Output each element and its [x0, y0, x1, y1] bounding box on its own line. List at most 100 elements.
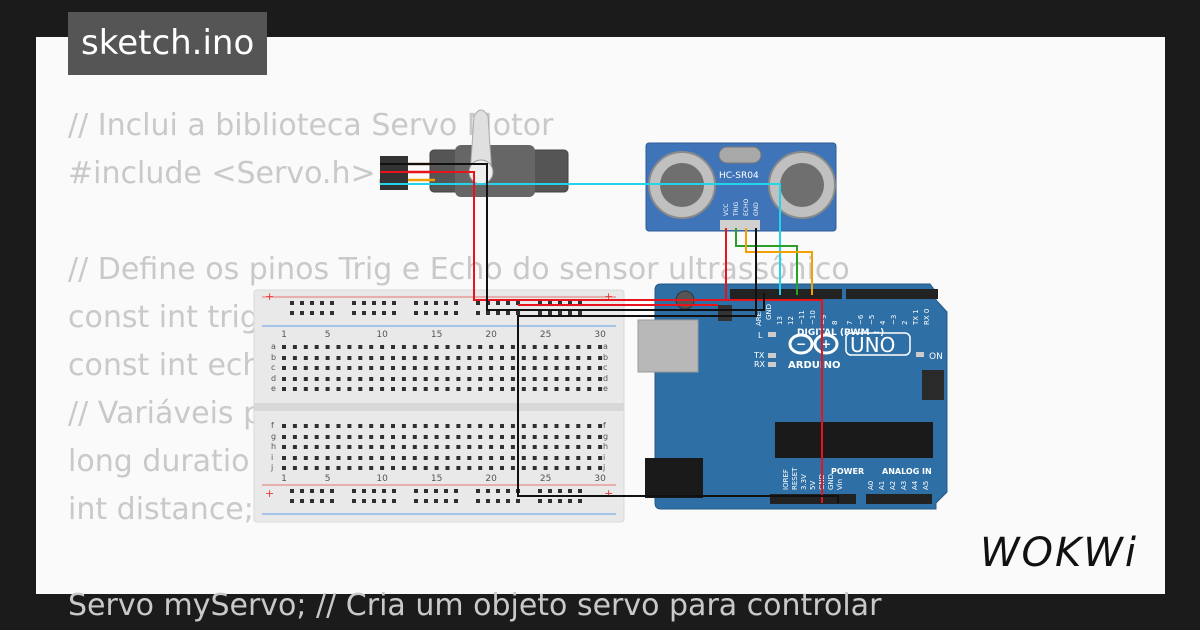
breadboard-hole[interactable]	[314, 356, 319, 360]
breadboard-hole[interactable]	[401, 456, 406, 460]
breadboard-hole[interactable]	[401, 356, 406, 360]
breadboard-hole[interactable]	[578, 499, 582, 503]
breadboard-hole[interactable]	[320, 301, 324, 305]
breadboard-hole[interactable]	[587, 466, 592, 470]
breadboard-hole[interactable]	[358, 424, 363, 428]
breadboard-hole[interactable]	[565, 387, 570, 391]
breadboard-hole[interactable]	[336, 366, 341, 370]
arduino-uno[interactable]: DIGITAL (PWM ~) UNO − + ARDUINO ON L TX …	[637, 283, 948, 510]
breadboard-hole[interactable]	[445, 445, 450, 449]
breadboard-hole[interactable]	[543, 466, 548, 470]
breadboard-hole[interactable]	[500, 456, 504, 460]
breadboard-hole[interactable]	[538, 301, 542, 305]
breadboard-hole[interactable]	[392, 489, 396, 493]
breadboard-hole[interactable]	[576, 377, 581, 381]
breadboard-hole[interactable]	[576, 366, 581, 370]
breadboard-hole[interactable]	[372, 489, 376, 493]
breadboard-hole[interactable]	[565, 356, 570, 360]
breadboard-hole[interactable]	[554, 445, 559, 449]
breadboard-hole[interactable]	[467, 466, 472, 470]
breadboard-hole[interactable]	[292, 387, 297, 391]
breadboard-hole[interactable]	[496, 311, 500, 315]
breadboard-hole[interactable]	[598, 366, 603, 370]
breadboard-hole[interactable]	[352, 499, 356, 503]
breadboard-hole[interactable]	[412, 456, 417, 460]
breadboard-hole[interactable]	[467, 345, 472, 349]
breadboard-hole[interactable]	[489, 435, 494, 439]
breadboard-hole[interactable]	[538, 311, 542, 315]
breadboard-hole[interactable]	[578, 489, 582, 493]
breadboard-hole[interactable]	[476, 489, 480, 493]
breadboard-hole[interactable]	[303, 445, 308, 449]
breadboard-hole[interactable]	[300, 499, 304, 503]
breadboard-hole[interactable]	[369, 356, 374, 360]
breadboard-hole[interactable]	[401, 377, 406, 381]
breadboard-hole[interactable]	[434, 424, 439, 428]
breadboard-hole[interactable]	[347, 445, 352, 449]
breadboard-hole[interactable]	[300, 301, 304, 305]
breadboard-hole[interactable]	[369, 377, 374, 381]
breadboard-hole[interactable]	[314, 345, 319, 349]
breadboard-hole[interactable]	[454, 499, 458, 503]
breadboard-hole[interactable]	[292, 377, 297, 381]
breadboard-hole[interactable]	[424, 301, 428, 305]
breadboard-hole[interactable]	[292, 424, 297, 428]
breadboard-hole[interactable]	[369, 435, 374, 439]
breadboard-hole[interactable]	[325, 356, 330, 360]
breadboard-hole[interactable]	[500, 345, 504, 349]
breadboard-hole[interactable]	[456, 377, 461, 381]
breadboard-hole[interactable]	[476, 301, 480, 305]
breadboard-hole[interactable]	[320, 311, 324, 315]
breadboard-hole[interactable]	[565, 466, 570, 470]
breadboard-hole[interactable]	[478, 456, 483, 460]
breadboard-hole[interactable]	[358, 435, 363, 439]
breadboard-hole[interactable]	[358, 345, 363, 349]
breadboard-hole[interactable]	[412, 435, 417, 439]
breadboard-hole[interactable]	[454, 311, 458, 315]
breadboard-hole[interactable]	[500, 435, 504, 439]
breadboard-hole[interactable]	[314, 466, 319, 470]
breadboard-hole[interactable]	[576, 387, 581, 391]
breadboard-hole[interactable]	[587, 435, 592, 439]
breadboard-hole[interactable]	[412, 424, 417, 428]
breadboard-hole[interactable]	[372, 301, 376, 305]
breadboard-hole[interactable]	[587, 445, 592, 449]
breadboard-hole[interactable]	[587, 424, 592, 428]
breadboard-hole[interactable]	[423, 345, 428, 349]
breadboard-hole[interactable]	[500, 366, 504, 370]
breadboard-hole[interactable]	[336, 345, 341, 349]
breadboard-hole[interactable]	[424, 489, 428, 493]
breadboard-hole[interactable]	[554, 377, 559, 381]
breadboard-hole[interactable]	[554, 387, 559, 391]
breadboard-hole[interactable]	[467, 387, 472, 391]
breadboard-hole[interactable]	[456, 345, 461, 349]
breadboard-hole[interactable]	[314, 435, 319, 439]
breadboard-hole[interactable]	[543, 424, 548, 428]
breadboard-hole[interactable]	[391, 466, 395, 470]
breadboard-hole[interactable]	[587, 345, 592, 349]
breadboard-hole[interactable]	[587, 387, 592, 391]
breadboard-hole[interactable]	[392, 499, 396, 503]
breadboard-hole[interactable]	[414, 301, 418, 305]
breadboard-hole[interactable]	[489, 345, 494, 349]
breadboard-hole[interactable]	[434, 366, 439, 370]
breadboard-hole[interactable]	[310, 311, 314, 315]
breadboard-hole[interactable]	[423, 435, 428, 439]
breadboard-hole[interactable]	[300, 489, 304, 493]
breadboard-hole[interactable]	[543, 345, 548, 349]
breadboard-hole[interactable]	[598, 345, 603, 349]
breadboard-hole[interactable]	[445, 424, 450, 428]
breadboard-hole[interactable]	[467, 424, 472, 428]
breadboard-hole[interactable]	[496, 301, 500, 305]
breadboard-hole[interactable]	[310, 301, 314, 305]
breadboard-hole[interactable]	[510, 377, 515, 381]
breadboard-hole[interactable]	[358, 377, 363, 381]
breadboard-hole[interactable]	[314, 387, 319, 391]
breadboard-hole[interactable]	[521, 435, 526, 439]
breadboard-hole[interactable]	[325, 445, 330, 449]
breadboard-hole[interactable]	[489, 445, 494, 449]
breadboard-hole[interactable]	[478, 387, 483, 391]
breadboard-hole[interactable]	[532, 424, 537, 428]
breadboard-hole[interactable]	[303, 345, 308, 349]
breadboard-hole[interactable]	[352, 311, 356, 315]
